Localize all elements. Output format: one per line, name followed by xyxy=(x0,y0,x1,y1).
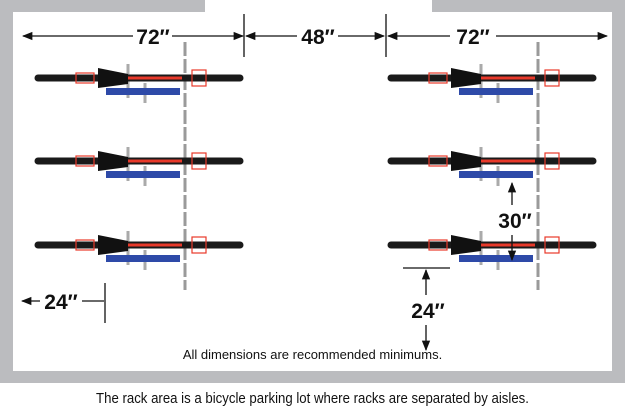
dimension-lines xyxy=(20,14,609,352)
area-frame xyxy=(0,0,625,383)
bicycle xyxy=(387,147,597,186)
bicycle xyxy=(34,64,244,103)
rack-rail xyxy=(106,88,180,95)
rear-hub xyxy=(75,72,95,84)
minimums-note: All dimensions are recommended minimums. xyxy=(182,347,443,362)
bike-racks xyxy=(34,42,597,290)
rack-rail xyxy=(459,88,533,95)
front-fork xyxy=(544,69,560,87)
dim-bike-spacing: 30″ xyxy=(498,210,531,233)
rear-hub xyxy=(75,155,95,167)
rack-rail xyxy=(106,255,180,262)
handlebar-end xyxy=(98,235,128,255)
front-fork xyxy=(191,236,207,254)
dim-rack-left: 72″ xyxy=(136,26,169,49)
handlebar-end xyxy=(98,151,128,171)
bicycle xyxy=(34,231,244,270)
handlebar-end xyxy=(451,151,481,171)
front-fork xyxy=(544,236,560,254)
dim-aisle: 48″ xyxy=(301,26,334,49)
bicycle xyxy=(387,231,597,270)
handlebar-end xyxy=(451,68,481,88)
bicycle xyxy=(387,64,597,103)
rear-hub xyxy=(75,239,95,251)
rear-hub xyxy=(428,72,448,84)
dim-rack-right: 72″ xyxy=(456,26,489,49)
dim-wall-clearance: 24″ xyxy=(44,291,77,314)
dim-end-clearance: 24″ xyxy=(411,300,444,323)
rear-hub xyxy=(428,155,448,167)
front-fork xyxy=(191,152,207,170)
handlebar-end xyxy=(98,68,128,88)
figure-caption: The rack area is a bicycle parking lot w… xyxy=(96,390,529,407)
rack-rail xyxy=(459,255,533,262)
front-fork xyxy=(191,69,207,87)
rack-rail xyxy=(459,171,533,178)
front-fork xyxy=(544,152,560,170)
handlebar-end xyxy=(451,235,481,255)
rack-rail xyxy=(106,171,180,178)
bicycle xyxy=(34,147,244,186)
rear-hub xyxy=(428,239,448,251)
